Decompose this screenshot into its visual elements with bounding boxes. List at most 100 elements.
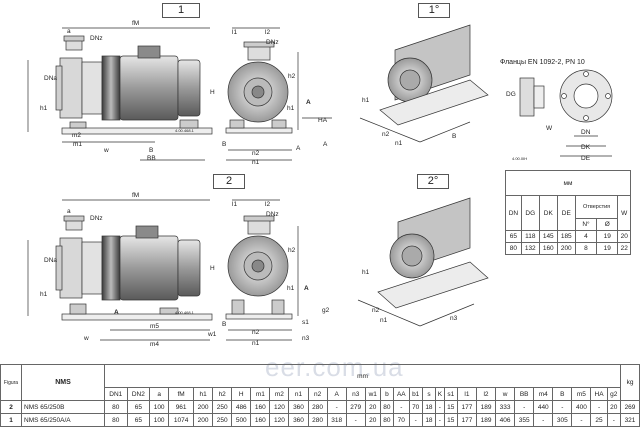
value-cell: - [533,413,554,427]
column-header: l2 [475,387,497,401]
svg-text:DNa: DNa [44,257,57,264]
svg-text:W: W [546,125,553,132]
label-fm: fM [132,20,139,27]
svg-text:h2: h2 [288,73,296,80]
value-cell: 177 [456,413,477,427]
column-header: n2 [307,387,328,401]
svg-text:l2: l2 [265,29,270,36]
label-m2: m2 [72,132,81,139]
value-cell: 80 [379,400,395,414]
column-header: h2 [212,387,233,401]
svg-text:n2: n2 [252,150,260,157]
svg-text:A: A [323,141,328,148]
value-cell: 120 [269,400,290,414]
value-cell: 1074 [168,413,195,427]
fig2e-labels: h1 n2 n1 n3 [362,269,458,324]
svg-text:4.00.0IH: 4.00.0IH [512,156,527,161]
value-cell: 15 [443,400,458,414]
svg-text:h1: h1 [362,269,370,276]
figure-cell: 1 [0,413,22,427]
svg-text:A: A [114,309,119,316]
svg-text:n3: n3 [302,335,310,342]
model-header: NMS [21,364,105,401]
svg-text:DK: DK [581,144,591,151]
value-cell: 70 [408,400,423,414]
value-cell: 100 [149,400,170,414]
column-header: l1 [456,387,477,401]
label-dnz: DNz [90,35,103,42]
svg-text:n2: n2 [252,329,260,336]
value-cell: 70 [393,413,410,427]
figure-label-1e: 1° [418,3,450,18]
fig1-side-labels: a DNz fM DNa H h1 m2 m1 w B BB 4.00.468.… [40,20,215,162]
column-header: B [552,387,573,401]
unit-header: mm [104,364,621,388]
column-header: h1 [193,387,214,401]
svg-text:h1: h1 [287,285,295,292]
value-cell: 333 [495,400,516,414]
value-cell: - [393,400,410,414]
column-header: H [231,387,252,401]
value-cell: 500 [231,413,252,427]
svg-text:A: A [304,285,309,292]
svg-text:g2: g2 [322,307,330,314]
value-cell: - [590,400,608,414]
column-header: m5 [571,387,592,401]
value-cell: 400 [571,400,592,414]
fig1e-labels: h1 n2 n1 B [362,97,456,147]
figure-cell: 2 [0,400,22,414]
svg-text:h1: h1 [362,97,370,104]
column-header: b1 [408,387,423,401]
value-cell: 406 [495,413,516,427]
figure-label-1: 1 [162,3,200,18]
weight-cell: 269 [620,400,640,414]
flange-labels: Фланцы EN 1092-2, PN 10 DG W DN DK DE 4.… [500,59,591,162]
svg-text:h1: h1 [287,105,295,112]
column-header: w [495,387,516,401]
column-header: m2 [269,387,290,401]
model-cell: NMS 65/250A/A [21,413,105,427]
value-cell: 200 [193,413,214,427]
column-header: K [435,387,445,401]
svg-text:m4: m4 [150,341,159,348]
fig2-side-labels: a DNz fM DNa H h1 A m5 m4 w1 w 4.00.468.… [40,192,217,348]
technical-drawings: a DNz fM DNa H h1 m2 m1 w B BB 4.00.468.… [27,20,613,348]
flanges-title: Фланцы EN 1092-2, PN 10 [500,59,585,66]
svg-text:n1: n1 [252,159,260,166]
value-cell: 177 [456,400,477,414]
value-cell: - [408,413,423,427]
value-cell: - [514,400,535,414]
svg-text:n2: n2 [382,131,390,138]
column-header: a [149,387,170,401]
label-h1: h1 [40,105,48,112]
value-cell: 25 [590,413,608,427]
column-header: g2 [606,387,622,401]
column-header: b [379,387,395,401]
svg-text:4.00.468.1: 4.00.468.1 [175,310,195,315]
svg-text:n3: n3 [450,315,458,322]
value-cell: 80 [379,413,395,427]
value-cell: 160 [250,400,271,414]
fig2-front-labels: l1 l2 DNz h2 h1 n2 n1 A s1 g2 n3 B [222,201,330,347]
column-header: DN1 [104,387,128,401]
column-header: s [421,387,437,401]
svg-text:n1: n1 [380,317,388,324]
svg-text:DG: DG [506,91,516,98]
figura-header: Figura [0,364,22,401]
model-cell: NMS 65/250B [21,400,105,414]
svg-text:DE: DE [581,155,591,162]
column-header: HA [590,387,608,401]
label-b: B [149,147,153,154]
column-header: w1 [364,387,381,401]
fig2-front-view [225,199,299,341]
column-header: AA [393,387,410,401]
svg-text:n1: n1 [395,140,403,147]
value-cell: - [606,413,622,427]
svg-text:B: B [452,133,456,140]
svg-text:DNz: DNz [266,211,279,218]
value-cell: 318 [326,413,347,427]
